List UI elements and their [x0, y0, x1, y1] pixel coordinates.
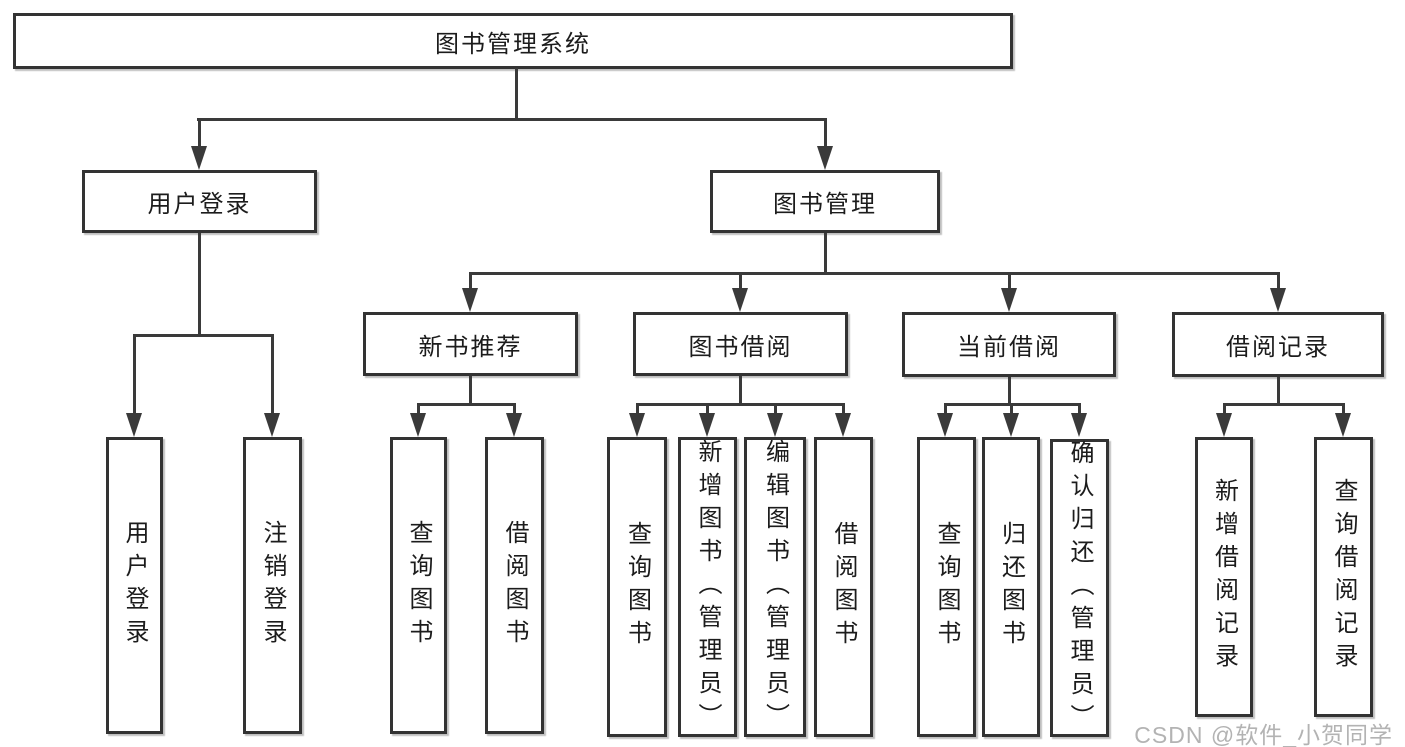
connector-leaf-borrow1-stem — [513, 403, 516, 416]
connector-level2-bar — [197, 118, 827, 121]
connector-user-login-stem — [198, 118, 201, 148]
node-book-mgmt-label: 图书管理 — [773, 191, 877, 218]
arrow-leaf-query1 — [410, 413, 426, 437]
arrow-leaf-edit-book — [767, 413, 783, 437]
arrow-borrow-records — [1270, 288, 1286, 312]
leaf-confirm-return: 确认归还（管理员） — [1050, 439, 1109, 737]
connector-book-mgmt-down — [824, 233, 827, 275]
node-borrow-records: 借阅记录 — [1172, 312, 1384, 377]
node-book-borrow: 图书借阅 — [633, 312, 848, 376]
node-user-login-label: 用户登录 — [147, 191, 252, 218]
arrow-current-borrow — [1001, 288, 1017, 312]
node-current-borrow-label: 当前借阅 — [957, 334, 1061, 361]
arrow-book-mgmt — [817, 146, 833, 170]
leaf-logout-label: 注销登录 — [259, 519, 286, 652]
arrow-book-borrow — [732, 288, 748, 312]
arrow-leaf-user-login — [126, 413, 142, 437]
connector-book-mgmt-stem — [824, 118, 827, 148]
arrow-leaf-borrow1 — [506, 413, 522, 437]
arrow-new-book-rec — [462, 288, 478, 312]
leaf-query-record: 查询借阅记录 — [1314, 437, 1373, 717]
connector-leaf-borrow2-stem — [842, 403, 845, 416]
connector-current-borrow-stem — [1008, 272, 1011, 292]
leaf-add-book-label: 新增图书（管理员） — [694, 438, 721, 736]
node-root: 图书管理系统 — [13, 13, 1013, 69]
leaf-query-book-1-label: 查询图书 — [405, 519, 432, 652]
leaf-query-book-2: 查询图书 — [607, 437, 667, 737]
leaf-add-record: 新增借阅记录 — [1195, 437, 1253, 717]
arrow-leaf-return — [1003, 413, 1019, 437]
arrow-leaf-query3 — [937, 413, 953, 437]
leaf-query-book-3: 查询图书 — [917, 437, 976, 737]
arrow-leaf-add-record — [1216, 413, 1232, 437]
connector-borrow-records-down — [1277, 377, 1280, 406]
leaf-add-record-label: 新增借阅记录 — [1210, 478, 1238, 676]
node-user-login: 用户登录 — [82, 170, 317, 233]
connector-leaf-add-record-stem — [1223, 403, 1226, 416]
node-new-book-rec-label: 新书推荐 — [418, 333, 523, 361]
leaf-user-login: 用户登录 — [106, 437, 163, 734]
node-current-borrow: 当前借阅 — [902, 312, 1116, 377]
connector-leaf-logout-stem — [271, 334, 274, 416]
connector-leaf-query2-stem — [636, 403, 639, 416]
connector-user-login-down — [198, 233, 201, 337]
connector-current-borrow-down — [1008, 377, 1011, 406]
connector-new-book-rec-stem — [469, 272, 472, 292]
connector-borrow-records-bar — [1223, 403, 1345, 406]
arrow-leaf-query2 — [629, 413, 645, 437]
connector-book-borrow-bar — [636, 403, 845, 406]
connector-borrow-records-stem — [1277, 272, 1280, 292]
leaf-borrow-book-1-label: 借阅图书 — [501, 519, 528, 652]
leaf-query-book-1: 查询图书 — [390, 437, 447, 734]
connector-book-borrow-down — [739, 376, 742, 406]
arrow-leaf-add-book — [699, 413, 715, 437]
leaf-logout: 注销登录 — [243, 437, 302, 734]
connector-user-login-bar — [133, 334, 274, 337]
connector-new-book-rec-down — [469, 376, 472, 406]
arrow-user-login — [191, 146, 207, 170]
connector-new-book-rec-bar — [417, 403, 516, 406]
connector-leaf-confirm-stem — [1078, 403, 1081, 416]
leaf-borrow-book-1: 借阅图书 — [485, 437, 544, 734]
leaf-borrow-book-2-label: 借阅图书 — [830, 521, 857, 653]
arrow-leaf-borrow2 — [835, 413, 851, 437]
connector-leaf-add-book-stem — [706, 403, 709, 416]
connector-leaf-edit-book-stem — [774, 403, 777, 416]
leaf-borrow-book-2: 借阅图书 — [814, 437, 873, 737]
watermark: CSDN @软件_小贺同学 — [1134, 722, 1393, 747]
node-root-label: 图书管理系统 — [435, 30, 591, 58]
connector-root-stem — [515, 68, 518, 121]
connector-leaf-return-stem — [1010, 403, 1013, 416]
leaf-edit-book-label: 编辑图书（管理员） — [761, 438, 789, 736]
node-borrow-records-label: 借阅记录 — [1226, 334, 1330, 361]
connector-leaf-query-record-stem — [1342, 403, 1345, 416]
leaf-return-book-label: 归还图书 — [997, 521, 1025, 653]
node-new-book-rec: 新书推荐 — [363, 312, 578, 376]
connector-leaf-query3-stem — [944, 403, 947, 416]
arrow-leaf-logout — [264, 413, 280, 437]
connector-leaf-query1-stem — [417, 403, 420, 416]
arrow-leaf-confirm — [1071, 413, 1087, 437]
connector-book-borrow-stem — [739, 272, 742, 292]
leaf-return-book: 归还图书 — [982, 437, 1040, 737]
node-book-borrow-label: 图书借阅 — [688, 333, 793, 361]
arrow-leaf-query-record — [1335, 413, 1351, 437]
leaf-edit-book: 编辑图书（管理员） — [744, 437, 806, 737]
leaf-query-book-3-label: 查询图书 — [933, 521, 960, 653]
leaf-query-book-2-label: 查询图书 — [623, 521, 651, 653]
node-book-mgmt: 图书管理 — [710, 170, 940, 233]
leaf-query-record-label: 查询借阅记录 — [1330, 478, 1357, 676]
connector-level3-bar — [469, 272, 1280, 275]
leaf-add-book: 新增图书（管理员） — [678, 437, 737, 737]
connector-leaf-user-login-stem — [133, 334, 136, 416]
leaf-user-login-label: 用户登录 — [121, 519, 148, 652]
leaf-confirm-return-label: 确认归还（管理员） — [1066, 439, 1093, 737]
